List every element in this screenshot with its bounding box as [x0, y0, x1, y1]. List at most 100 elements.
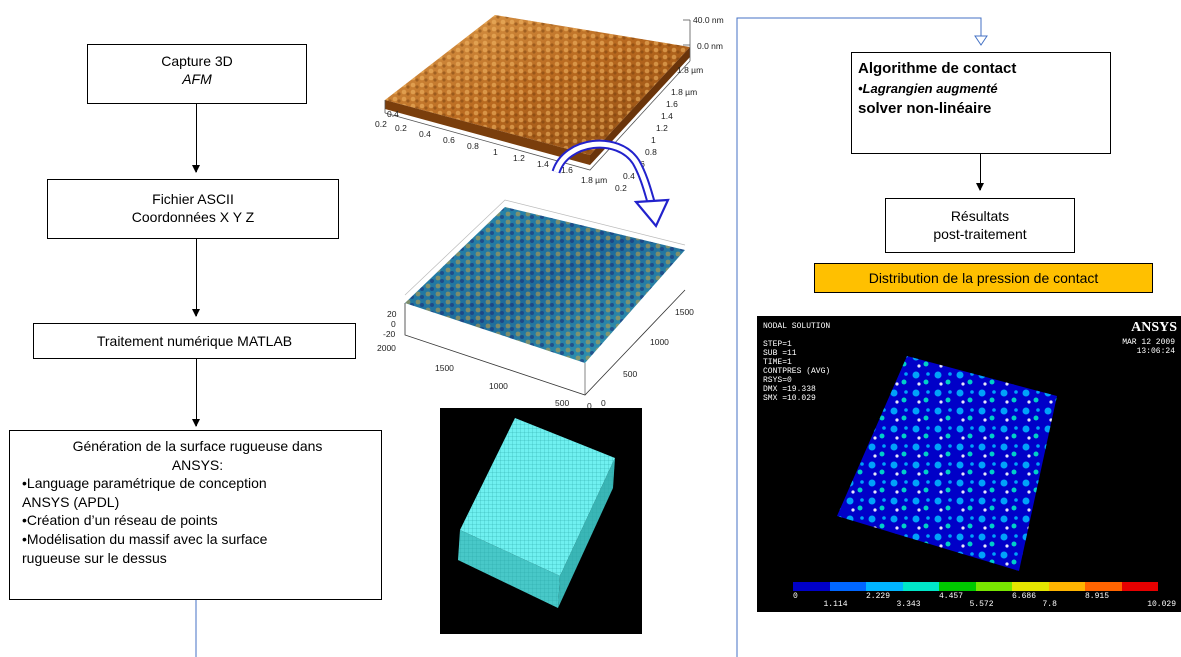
afm-y-label-3: 1.4 [661, 111, 673, 121]
ansys-header-line: DMX =19.338 [763, 385, 816, 394]
afm-x-label-2: 0.6 [443, 135, 455, 145]
matlab-x-tick-2: 1000 [489, 381, 508, 391]
matlab-x-tick-3: 500 [555, 398, 569, 408]
generation-bullet-model-cont: rugueuse sur le dessus [22, 549, 167, 566]
generation-bullet-apdl: •Language paramétrique de conception [22, 475, 267, 492]
scale-swatch [1048, 582, 1085, 591]
results-box: Résultats post-traitement [885, 198, 1075, 253]
afm-left-label-1: 0.2 [375, 119, 387, 129]
generation-title-2: ANSYS: [171, 456, 224, 473]
scale-swatch [1085, 582, 1122, 591]
scale-bottom-label: 3.343 [896, 600, 921, 609]
afm-x-label-3: 0.8 [467, 141, 479, 151]
scale-top-label: 2.229 [866, 592, 891, 601]
scale-swatch [1012, 582, 1049, 591]
afm-left-label-0: 0.4 [387, 109, 399, 119]
ansys-color-scale [793, 582, 1158, 591]
generation-bullet-apdl-cont: ANSYS (APDL) [22, 493, 120, 510]
afm-y-label-1: 1.8 µm [671, 87, 697, 97]
scale-top-label: 8.915 [1085, 592, 1110, 601]
ansys-header-line: TIME=1 [763, 358, 792, 367]
contact-algorithm-box: Algorithme de contact •Lagrangien augmen… [851, 52, 1111, 154]
pressure-distribution-label: Distribution de la pression de contact [814, 263, 1153, 293]
matlab-z-tick-1: 0 [391, 319, 396, 329]
algo-solver: solver non-linéaire [858, 100, 992, 117]
afm-x-label-5: 1.2 [513, 153, 525, 163]
arrow-ascii-to-matlab [192, 239, 200, 317]
ansys-result-image: NODAL SOLUTION STEP=1 SUB =11 TIME=1 CON… [757, 316, 1181, 612]
afm-x-label-6: 1.4 [537, 159, 549, 169]
algo-bullet: •Lagrangien augmenté [858, 81, 998, 96]
capture-3d-box: Capture 3D AFM [87, 44, 307, 104]
ansys-date: MAR 12 2009 [1122, 338, 1175, 347]
matlab-mesh-plot: 20 0 -20 2000 1500 1000 500 0 1500 1000 … [377, 199, 694, 411]
scale-swatch [866, 582, 903, 591]
matlab-y-tick-1: 1000 [650, 337, 669, 347]
matlab-x-tick-4: 0 [587, 401, 592, 411]
matlab-z-tick-0: 20 [387, 309, 397, 319]
ansys-scale-bottom-labels: 1.114 3.343 5.572 7.8 10.029 [793, 600, 1177, 610]
afm-x-label-7: 1.6 [561, 165, 573, 175]
matlab-y-tick-2: 500 [623, 369, 637, 379]
ansys-header-line: RSYS=0 [763, 376, 792, 385]
pressure-text: Distribution de la pression de contact [868, 270, 1099, 286]
afm-y-label-2: 1.6 [666, 99, 678, 109]
matlab-z-tick-2: -20 [383, 329, 396, 339]
afm-x-label-4: 1 [493, 147, 498, 157]
capture-title: Capture 3D [161, 53, 233, 69]
arrow-algo-to-results [976, 154, 984, 191]
matlab-label: Traitement numérique MATLAB [96, 333, 293, 349]
generation-title-1: Génération de la surface rugueuse dans [72, 438, 323, 454]
ansys-header-line: SMX =10.029 [763, 394, 816, 403]
scale-top-label: 0 [793, 592, 798, 601]
capture-subtitle: AFM [182, 71, 212, 87]
ansys-header-line: CONTPRES (AVG) [763, 367, 831, 376]
generation-bullet-model: •Modélisation du massif avec la surface [22, 530, 268, 547]
scale-swatch [793, 582, 830, 591]
ansys-header-line: NODAL SOLUTION [763, 322, 831, 331]
afm-x-label-0: 0.2 [395, 123, 407, 133]
scale-swatch [829, 582, 866, 591]
matlab-x-tick-0: 2000 [377, 343, 396, 353]
afm-x-label-8: 1.8 µm [581, 175, 607, 185]
scale-bottom-label: 5.572 [969, 600, 994, 609]
arrow-matlab-to-generation [192, 359, 200, 427]
scale-top-label: 6.686 [1012, 592, 1037, 601]
matlab-y-tick-3: 0 [601, 398, 606, 408]
ansys-scale-top-labels: 0 2.229 4.457 6.686 8.915 [793, 592, 1158, 602]
ansys-header: NODAL SOLUTION STEP=1 SUB =11 TIME=1 CON… [763, 322, 830, 403]
scale-bottom-label: 7.8 [1042, 600, 1057, 609]
curved-arrow-icon [551, 139, 670, 229]
ansys-logo: ANSYS [1131, 320, 1177, 335]
algo-title: Algorithme de contact [858, 60, 1017, 77]
ansys-header-line: STEP=1 [763, 340, 792, 349]
ascii-title: Fichier ASCII [152, 191, 234, 207]
afm-y-label-4: 1.2 [656, 123, 668, 133]
afm-y-label-9: 0.2 [615, 183, 627, 193]
afm-y-label-6: 0.8 [645, 147, 657, 157]
generation-box: Génération de la surface rugueuse dans A… [9, 430, 382, 600]
scale-swatch [902, 582, 939, 591]
afm-y-label-5: 1 [651, 135, 656, 145]
ansys-contact-plot [837, 356, 1057, 571]
ansys-header-line: SUB =11 [763, 349, 797, 358]
scale-top-label: 4.457 [939, 592, 964, 601]
scale-swatch [939, 582, 976, 591]
ansys-time: 13:06:24 [1136, 347, 1175, 356]
afm-x-label-1: 0.4 [419, 129, 431, 139]
scale-swatch [975, 582, 1012, 591]
scale-swatch [1121, 582, 1158, 591]
afm-3d-plot: 40.0 nm 0.0 nm 1.8 µm 1.8 µm 1.6 1.4 1.2… [375, 15, 724, 193]
ascii-subtitle: Coordonnées X Y Z [131, 209, 255, 225]
afm-y-label-top: 1.8 µm [677, 65, 703, 75]
scale-bottom-label: 10.029 [1147, 600, 1176, 609]
arrow-capture-to-ascii [192, 104, 200, 173]
scale-bottom-label: 1.114 [823, 600, 848, 609]
matlab-x-tick-1: 1500 [435, 363, 454, 373]
results-subtitle: post-traitement [933, 226, 1027, 242]
matlab-box: Traitement numérique MATLAB [33, 323, 356, 359]
matlab-y-tick-0: 1500 [675, 307, 694, 317]
results-title: Résultats [950, 208, 1010, 224]
afm-z-label-top: 40.0 nm [693, 15, 724, 25]
